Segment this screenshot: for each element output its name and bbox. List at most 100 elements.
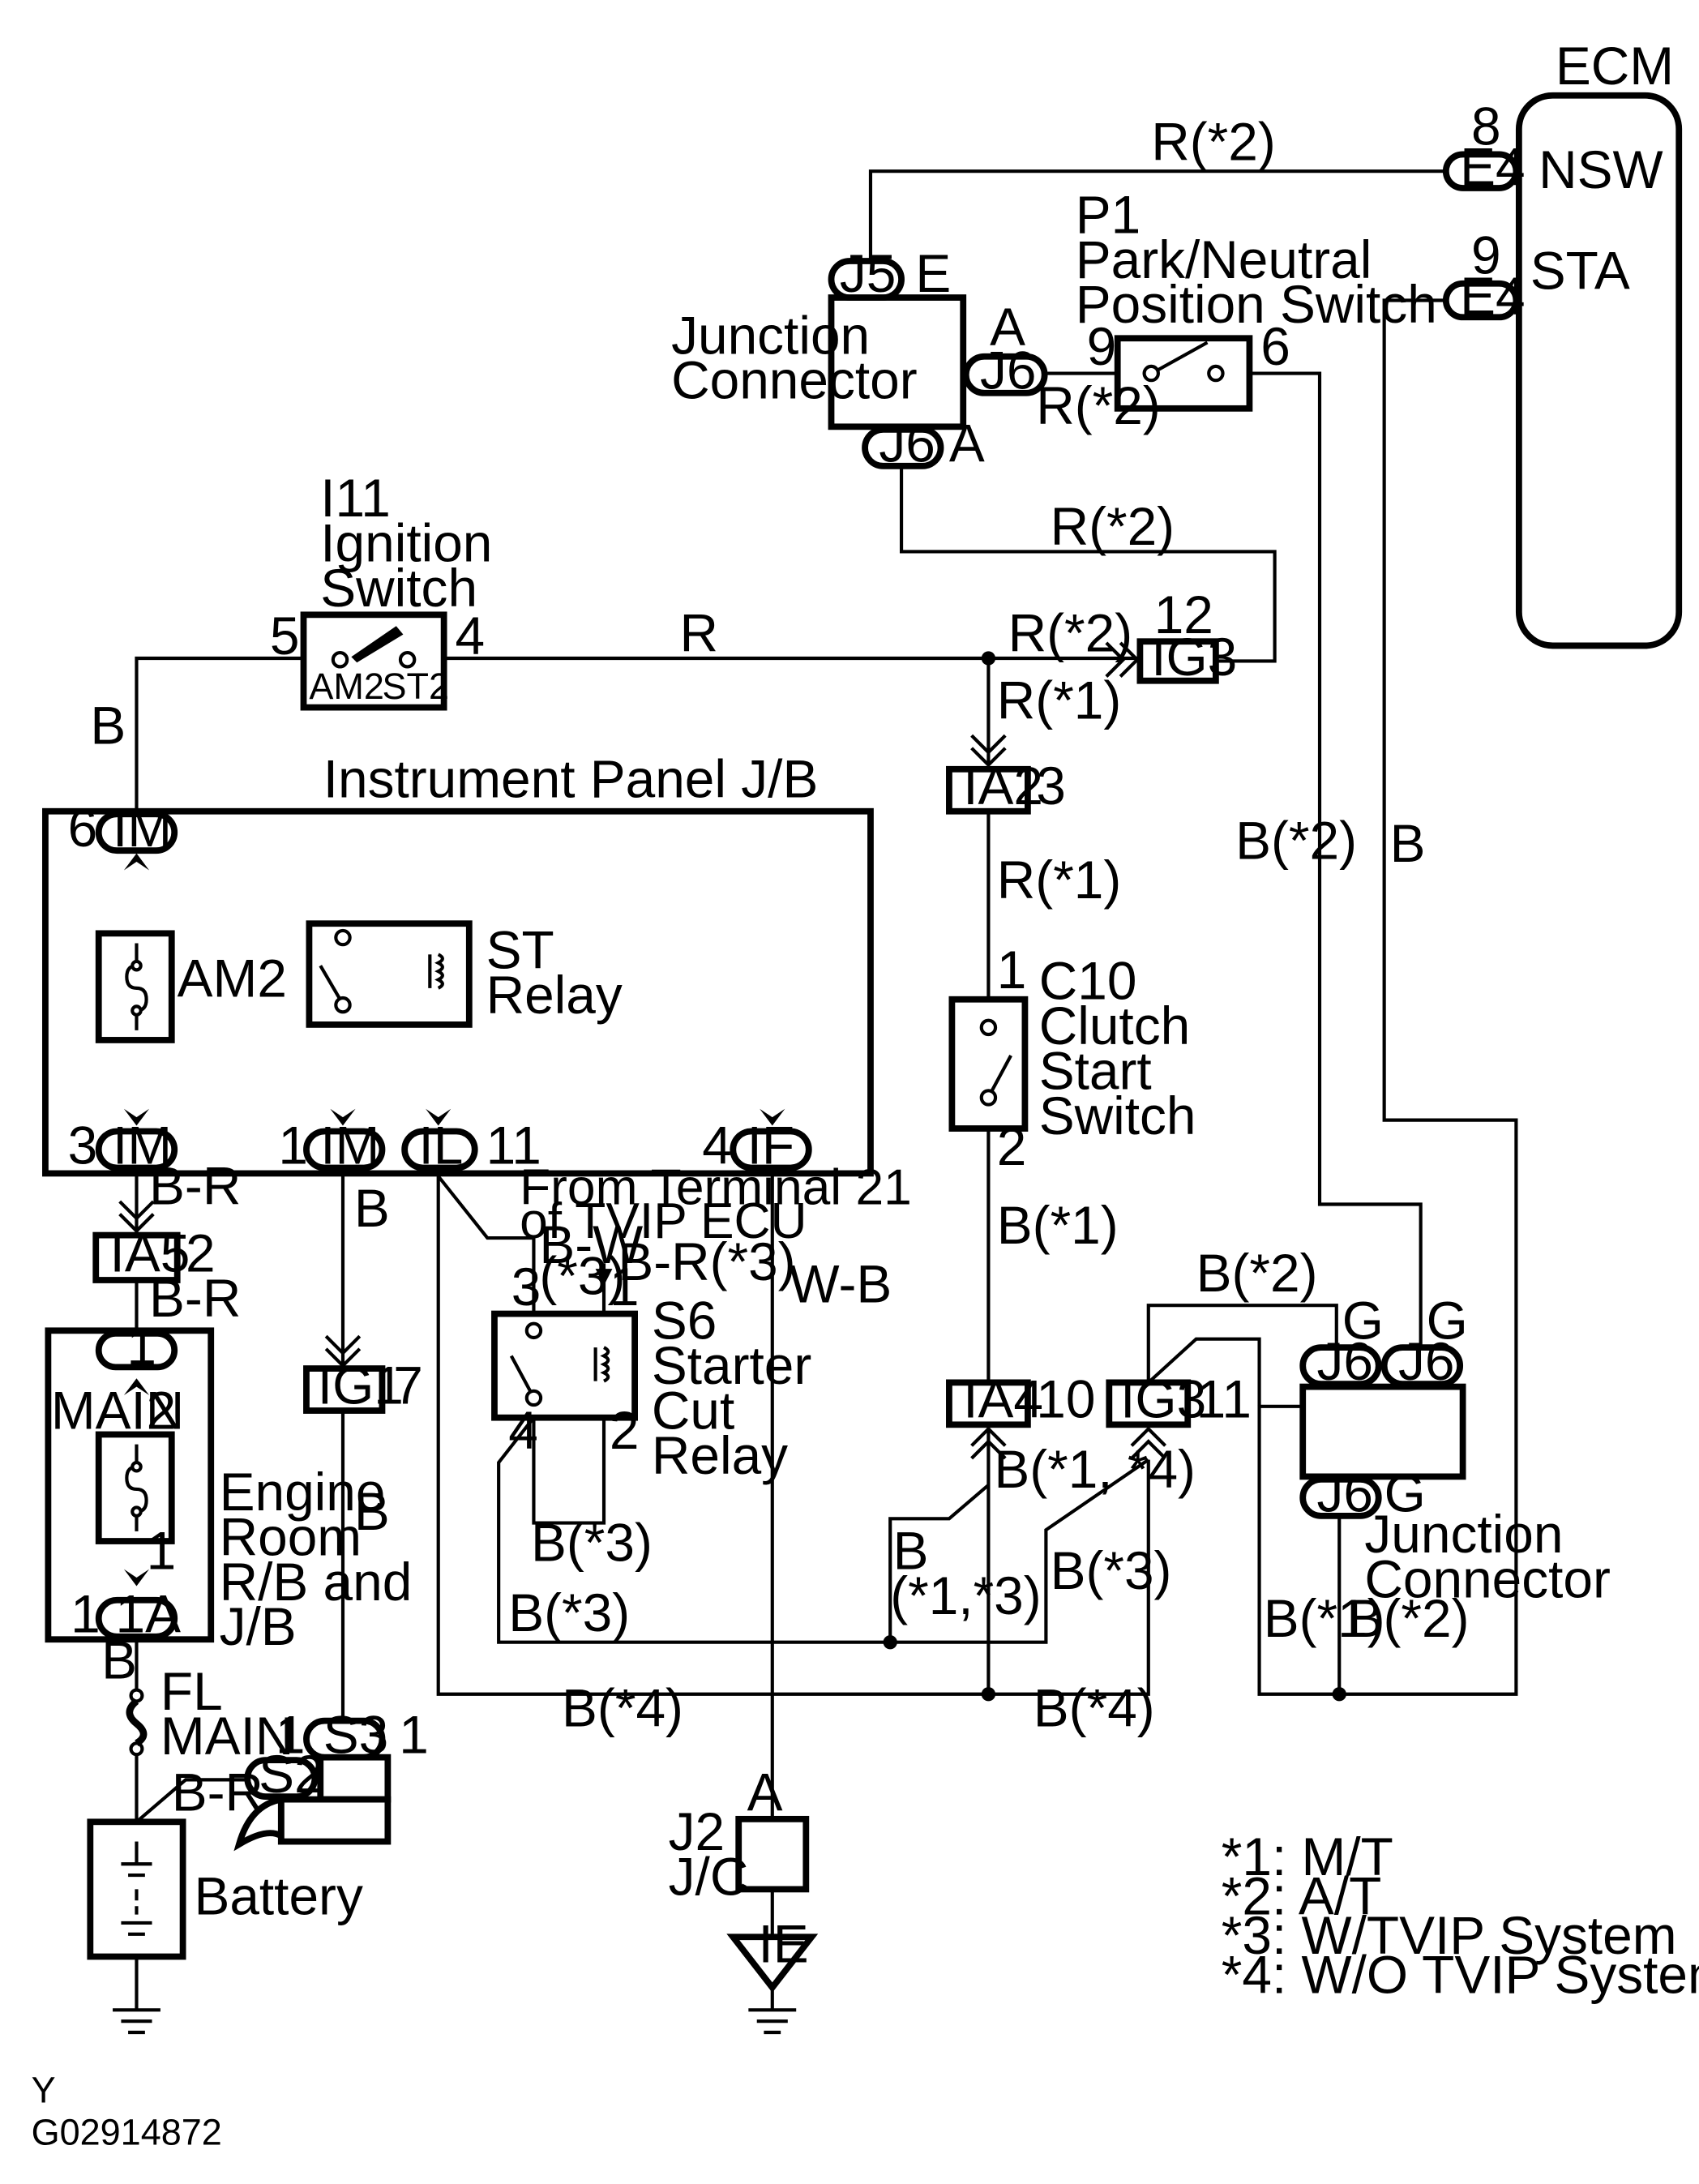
wl-b13: (*1,*3)	[890, 1565, 1041, 1625]
wl-b-mid: B	[893, 1521, 929, 1581]
ia2-code: IA2	[963, 756, 1043, 816]
ia4-pin: 10	[1036, 1369, 1095, 1429]
wl-br-a: B-R	[149, 1156, 241, 1216]
jc-top-name2: Connector	[671, 350, 918, 410]
jcb-g1: G	[1342, 1291, 1384, 1351]
errb-p1: 1	[147, 1521, 177, 1581]
wl-b3-right: B(*3)	[1051, 1540, 1172, 1600]
fl-main-l1: FL	[160, 1661, 223, 1721]
note-3: *3: W/TVIP System	[1222, 1905, 1677, 1965]
ig3-11-code: IG3	[1120, 1369, 1206, 1429]
park-neutral-switch: P1 Park/Neutral Position Switch 9 6	[1076, 184, 1437, 412]
wl-bw3: (*3)	[539, 1245, 625, 1305]
jcb-name1: Junction	[1364, 1504, 1563, 1564]
connector-e4-9: E4 9	[1442, 225, 1526, 326]
im6-pin: 6	[68, 798, 98, 858]
connector-il11: IL 11	[401, 1115, 541, 1175]
fl-main-l2: MAIN	[160, 1706, 293, 1766]
ecm-title: ECM	[1556, 36, 1674, 96]
footnotes: *1: M/T *2: A/T *3: W/TVIP System *4: W/…	[1222, 1826, 1699, 2004]
jc-top-name1: Junction	[671, 305, 870, 365]
connector-im3: IM 3	[68, 1115, 178, 1175]
junction-connector-top: J5 E J6 A J6 A Junction Connector	[671, 243, 1048, 473]
ia5-pin: 2	[186, 1223, 216, 1283]
ipjb-title: Instrument Panel J/B	[323, 748, 819, 808]
wl-r2-ig3: R(*2)	[1008, 602, 1133, 662]
clutch-id: C10	[1039, 951, 1137, 1011]
starter-s3: S3	[323, 1704, 388, 1764]
pn-switch-id: P1	[1076, 184, 1141, 244]
starter-p1b: 1	[399, 1704, 429, 1764]
jcb-j6-b: J6	[1398, 1331, 1454, 1391]
j2-id: J2	[669, 1801, 725, 1861]
ia5-code: IA5	[110, 1223, 190, 1283]
note-1: *1: M/T	[1222, 1826, 1393, 1886]
jc-top-j6-right: J6	[980, 340, 1036, 400]
ig1-code: IG1	[318, 1355, 404, 1415]
jcb-g3: G	[1384, 1463, 1426, 1523]
pn-switch-pin6: 6	[1260, 316, 1290, 376]
wire-labels: R(*2) R(*2) R(*2) R R(*2) R(*1) R(*1) B …	[90, 111, 1469, 1822]
wl-b-fl: B	[101, 1630, 137, 1690]
ipjb-st: ST	[486, 920, 554, 980]
ign-id: I11	[320, 468, 391, 528]
scr-p4: 4	[508, 1400, 538, 1460]
engine-room-rb: 1 1A MAIN 2 1 1 Engine Room R/B and J/B	[45, 1316, 412, 1656]
ign-st2: ST2	[382, 666, 449, 707]
im3-code: IM	[113, 1115, 172, 1175]
jcb-j6-c: J6	[1317, 1463, 1373, 1523]
ecm: ECM NSW STA	[1515, 36, 1683, 649]
connector-ia4: IA4 10	[946, 1369, 1095, 1460]
starter-motor: S3 S2 1 1	[233, 1704, 429, 1852]
footer: Y G02914872	[32, 2070, 222, 2153]
il11-code: IL	[418, 1115, 463, 1175]
clutch-p2: 2	[997, 1116, 1027, 1176]
pn-switch-pin9: 9	[1087, 316, 1117, 376]
wl-b3-left: B(*3)	[508, 1582, 630, 1642]
scr-l1: Starter	[652, 1335, 811, 1395]
jc-top-a-bottom: A	[949, 413, 985, 473]
wl-b2-right: B(*2)	[1235, 811, 1357, 871]
ig3-11-pin: 11	[1196, 1369, 1252, 1429]
errb-l2: Room	[220, 1506, 362, 1566]
note-4: *4: W/O TVIP System	[1222, 1945, 1699, 2005]
footer-mark: Y	[32, 2070, 56, 2111]
connector-ig3-12: IG3 12	[1105, 585, 1237, 687]
wl-r1-a: R(*1)	[997, 670, 1122, 730]
ig3-12-pin: 12	[1154, 585, 1213, 644]
wl-wb: W-B	[790, 1254, 892, 1314]
pn-switch-name2: Position Switch	[1076, 274, 1437, 334]
im6-code: IM	[113, 798, 172, 858]
errb-p1a: 1	[71, 1584, 101, 1644]
wl-b1-jc: B(*1)	[1264, 1588, 1385, 1648]
jc-top-j6-bottom: J6	[879, 413, 935, 473]
wl-b-right: B	[1390, 813, 1426, 873]
scr-from2: of TVIP ECU	[520, 1193, 807, 1249]
wl-r2-mid: R(*2)	[1051, 496, 1175, 556]
im1-code: IM	[320, 1115, 379, 1175]
ign-pin4: 4	[455, 606, 485, 666]
junction-connector-j2: IE J2 J/C A	[669, 1762, 819, 1993]
if4-code: IF	[747, 1115, 794, 1175]
wl-b3-relay: B(*3)	[531, 1512, 653, 1572]
if4-pin: 4	[702, 1115, 732, 1175]
connector-e4-9-code: E4	[1460, 266, 1525, 326]
ecm-sta-label: STA	[1530, 241, 1630, 301]
j2-ground-ie: IE	[758, 1913, 808, 1973]
scr-p3: 3	[511, 1257, 541, 1317]
wl-br-b: B-R	[149, 1268, 241, 1328]
connector-e4-8: E4 8	[1442, 96, 1526, 197]
wl-r: R	[680, 602, 719, 662]
wl-b2-top: B(*2)	[1196, 1243, 1318, 1303]
scr-p1: 1	[610, 1257, 640, 1317]
j2-name: J/C	[669, 1846, 749, 1906]
connector-e4-8-code: E4	[1460, 137, 1525, 197]
errb-l4: J/B	[220, 1596, 297, 1656]
errb-main: MAIN	[51, 1381, 184, 1441]
footer-code: G02914872	[32, 2112, 222, 2153]
connector-if4: IF 4	[702, 1115, 812, 1175]
im3-pin: 3	[68, 1115, 98, 1175]
ia2-pin: 3	[1036, 756, 1066, 816]
scr-l3: Relay	[652, 1425, 788, 1485]
